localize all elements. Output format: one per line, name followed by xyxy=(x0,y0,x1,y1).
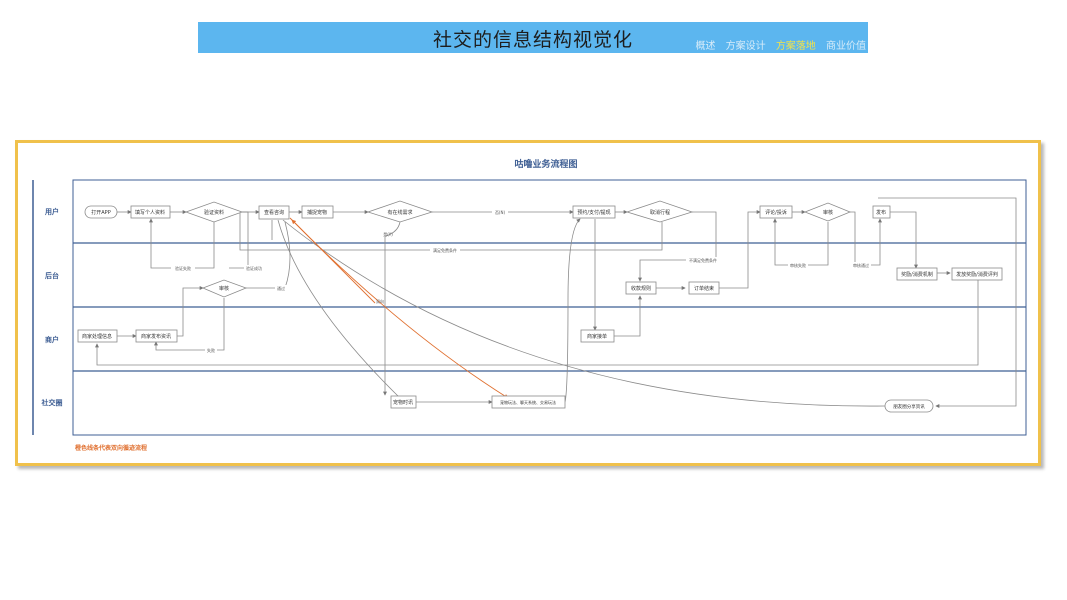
legend-note: 橙色线条代表双向循迹流程 xyxy=(75,444,147,452)
node-book-pay[interactable] xyxy=(572,205,616,219)
edge-yes xyxy=(385,221,401,237)
lane-label-merchant: 商户 xyxy=(45,335,59,344)
node-label: 订单结束 xyxy=(694,285,714,292)
node-audit-user[interactable] xyxy=(803,202,852,222)
nav-item-overview[interactable]: 概述 xyxy=(695,41,716,52)
node-reward-mech[interactable] xyxy=(896,267,938,281)
node-verify-profile[interactable] xyxy=(184,201,244,223)
edge xyxy=(277,219,401,399)
node-catch-pet[interactable] xyxy=(301,205,334,219)
node-label: 宠物时讯 xyxy=(393,399,413,406)
node-order-end[interactable] xyxy=(688,281,720,295)
section-nav: 概述 方案设计 方案落地 商业价值 xyxy=(688,37,866,52)
edge-failed xyxy=(154,298,225,351)
node-label: 打开APP xyxy=(91,209,110,216)
node-merchant-publish[interactable] xyxy=(135,329,178,343)
node-label: 审核 xyxy=(219,285,229,292)
node-label: 宠物玩法、聊天系统、交易玩法 xyxy=(500,399,556,405)
node-label: 评论/投诉 xyxy=(765,209,787,216)
page-title: 社交的信息结构视觉化 xyxy=(432,29,633,51)
node-publish[interactable] xyxy=(872,205,891,219)
two-way-edge-return xyxy=(291,219,376,304)
node-label: 查看咨询 xyxy=(264,209,284,216)
edge-verify-ok xyxy=(229,211,249,269)
edge-label: 满足免费条件 xyxy=(433,247,457,253)
edge-label: 审核通过 xyxy=(853,262,869,268)
edge xyxy=(95,280,979,366)
edge-label: 通过 xyxy=(277,285,285,291)
edge-label: 双向 xyxy=(376,298,384,304)
node-collect-rules[interactable] xyxy=(625,281,657,295)
node-view-info[interactable] xyxy=(258,205,290,220)
node-label: 有在线需求 xyxy=(387,209,412,216)
edge-label: 是(Y) xyxy=(383,231,393,237)
edge-audit-pass xyxy=(850,211,882,266)
diagram-frame xyxy=(15,140,1041,466)
node-social-channels[interactable] xyxy=(491,395,566,409)
lane-label-backend: 后台 xyxy=(45,271,59,280)
node-label: 发布 xyxy=(876,209,886,216)
node-audit-backend[interactable] xyxy=(201,279,248,298)
node-merchant-order[interactable] xyxy=(580,329,615,343)
edge-label: 验证成功 xyxy=(246,265,262,271)
node-label: 审核 xyxy=(823,209,833,216)
edge-label: 审核失败 xyxy=(790,262,806,268)
node-label: 验证资料 xyxy=(204,209,224,216)
lane-label-social: 社交圈 xyxy=(41,398,63,407)
nav-item-business-value[interactable]: 商业价值 xyxy=(826,41,866,52)
node-label: 收款规则 xyxy=(631,285,651,292)
edge-passed xyxy=(246,221,291,289)
edge-label: 失败 xyxy=(207,347,215,353)
edge-label: 不满足免费条件 xyxy=(689,257,717,263)
node-pet-moment[interactable] xyxy=(390,395,417,409)
node-label: 朋友圈分享资讯 xyxy=(893,403,925,410)
edge-audit-fail xyxy=(773,218,829,266)
lane-label-user: 用户 xyxy=(45,207,59,216)
connectors xyxy=(95,197,1017,408)
edge xyxy=(878,197,1017,408)
nav-item-implementation[interactable]: 方案落地 xyxy=(775,41,816,52)
edge xyxy=(564,218,581,403)
node-label: 商家发布资讯 xyxy=(141,333,171,340)
node-label: 填写个人资料 xyxy=(135,209,165,216)
node-label: 奖励/消费机制 xyxy=(901,271,933,278)
node-open-app[interactable] xyxy=(84,205,118,219)
node-cancel-trip[interactable] xyxy=(625,200,694,223)
node-label: 预约/支付/提现 xyxy=(577,209,610,216)
node-issue-reward[interactable] xyxy=(951,267,1003,281)
swimlanes xyxy=(32,179,1027,436)
edge xyxy=(889,211,918,269)
node-label: 捕捉宠物 xyxy=(307,209,327,216)
node-fill-profile[interactable] xyxy=(130,205,171,219)
nav-item-design[interactable]: 方案设计 xyxy=(725,41,766,52)
edge-label: 验证失败 xyxy=(175,265,191,271)
node-share-moments[interactable] xyxy=(884,399,934,413)
diagram-title: 咕噜业务流程图 xyxy=(514,158,577,170)
node-label: 取消行程 xyxy=(650,209,670,216)
node-label: 商家处理信息 xyxy=(82,333,112,340)
node-has-demand[interactable] xyxy=(366,200,434,223)
edge-not-free xyxy=(638,211,717,282)
edge-share xyxy=(282,219,886,407)
edge xyxy=(177,286,204,337)
node-label: 商家接单 xyxy=(587,333,607,340)
node-review[interactable] xyxy=(759,205,793,219)
edge xyxy=(719,210,761,289)
node-label: 发放奖励/消费评判 xyxy=(956,271,998,278)
edge-label: 否(N) xyxy=(495,210,506,215)
node-merchant-info[interactable] xyxy=(77,329,118,343)
edge xyxy=(614,295,642,337)
header-banner: 社交的信息结构视觉化 概述 方案设计 方案落地 商业价值 xyxy=(198,22,868,53)
